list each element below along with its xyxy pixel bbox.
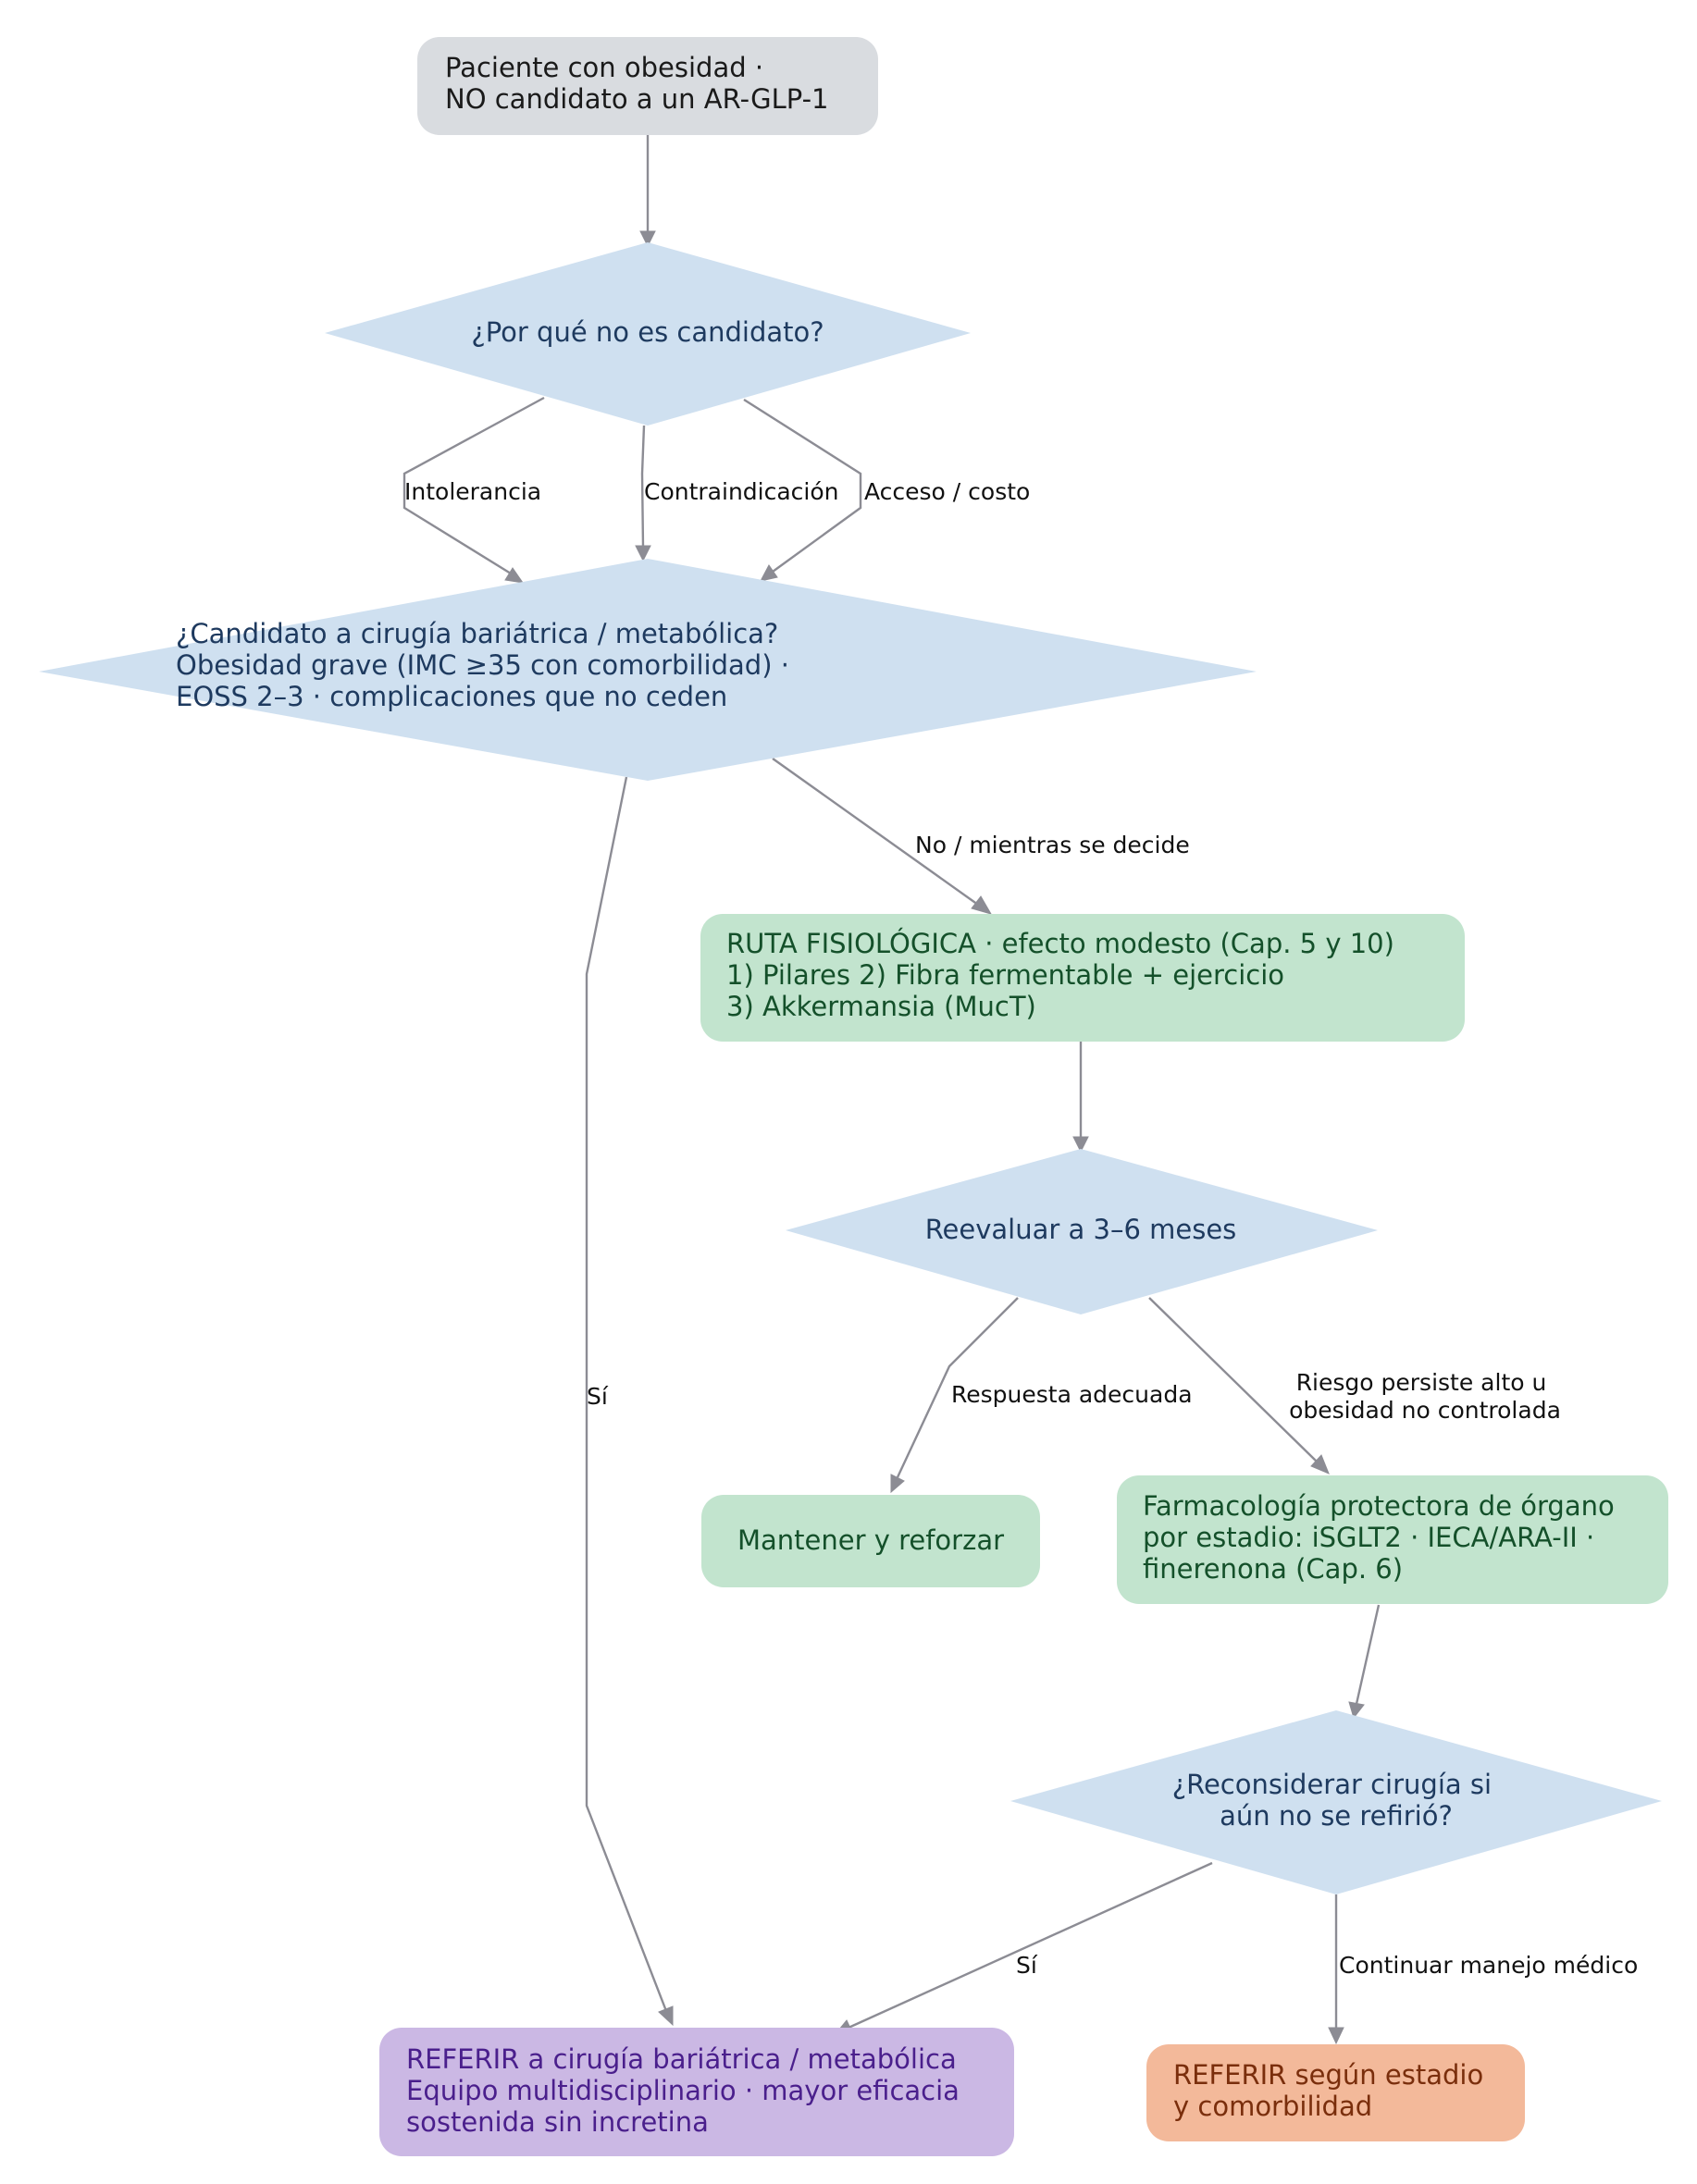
arrowhead-pharma-to-reconsider xyxy=(1348,1701,1365,1720)
pharma-node xyxy=(1117,1475,1668,1604)
maintain-label: Mantener y reforzar xyxy=(737,1524,1004,1556)
start-label: Paciente con obesidad · NO candidato a u… xyxy=(445,52,829,115)
why-decision-node xyxy=(325,242,971,426)
physio-label: RUTA FISIOLÓGICA · efecto modesto (Cap. … xyxy=(726,928,1403,1022)
reconsider-label-line: aún no se refirió? xyxy=(1220,1800,1453,1832)
edges xyxy=(403,135,1381,2045)
arrowhead-start-to-why xyxy=(639,230,656,248)
bariatric-decision-node xyxy=(39,559,1257,781)
edge-label-si-bottom: Sí xyxy=(1016,1952,1038,1979)
reeval-decision-node xyxy=(786,1149,1378,1314)
edge-label-si-left: Sí xyxy=(587,1383,609,1410)
maintain-node xyxy=(701,1495,1040,1587)
arrowhead-no-mientras xyxy=(971,895,993,915)
edge-label-riesgo-line: Riesgo persiste alto u xyxy=(1296,1369,1547,1396)
pharma-label-line: finerenona (Cap. 6) xyxy=(1143,1553,1403,1585)
edge-label-no-mientras: No / mientras se decide xyxy=(915,832,1190,858)
arrowhead-respuesta xyxy=(890,1474,905,1494)
edge-reeval-to-maintain xyxy=(896,1297,1019,1478)
refer-stage-node xyxy=(1146,2044,1525,2141)
physio-label-line: RUTA FISIOLÓGICA · efecto modesto (Cap. … xyxy=(726,928,1394,959)
edge-label-riesgo: Riesgo persiste alto u obesidad no contr… xyxy=(1289,1369,1561,1424)
refer-stage-label: REFERIR según estadio y comorbilidad xyxy=(1173,2059,1492,2122)
pharma-label: Farmacología protectora de órgano por es… xyxy=(1143,1490,1623,1585)
edge-reeval-to-pharma xyxy=(1148,1297,1318,1462)
edge-pharma-to-reconsider xyxy=(1355,1604,1381,1705)
pharma-label-line: Farmacología protectora de órgano xyxy=(1143,1490,1615,1522)
edge-why-to-bariatric-contraindicacion xyxy=(640,425,646,549)
edge-label-continuar: Continuar manejo médico xyxy=(1339,1952,1638,1979)
edge-labels: Intolerancia Contraindicación Acceso / c… xyxy=(404,478,1638,1979)
edge-label-riesgo-line: obesidad no controlada xyxy=(1289,1397,1561,1424)
bariatric-label-line: ¿Candidato a cirugía bariátrica / metabó… xyxy=(176,618,778,649)
physio-route-node xyxy=(700,914,1465,1042)
arrowhead-si-left xyxy=(658,2005,674,2027)
bariatric-label: ¿Candidato a cirugía bariátrica / metabó… xyxy=(176,618,798,712)
start-label-line: NO candidato a un AR-GLP-1 xyxy=(445,83,829,115)
refer-surgery-label: REFERIR a cirugía bariátrica / metabólic… xyxy=(406,2043,968,2138)
refer-surgery-node xyxy=(379,2028,1014,2156)
refer-surgery-label-line: Equipo multidisciplinario · mayor eficac… xyxy=(406,2075,960,2106)
arrowhead-riesgo xyxy=(1310,1454,1330,1475)
edge-why-to-bariatric-acceso xyxy=(743,398,862,573)
reconsider-decision-node xyxy=(1010,1710,1662,1894)
edge-label-respuesta: Respuesta adecuada xyxy=(951,1381,1193,1408)
arrowhead-intolerancia xyxy=(504,567,525,584)
reconsider-label-line: ¿Reconsiderar cirugía si xyxy=(1172,1769,1492,1800)
arrowhead-physio-to-reeval xyxy=(1072,1136,1089,1154)
nodes xyxy=(39,37,1668,2156)
edge-why-to-bariatric-intolerancia xyxy=(403,396,545,575)
reconsider-label: ¿Reconsiderar cirugía si aún no se refir… xyxy=(1172,1769,1501,1832)
why-label-line: ¿Por qué no es candidato? xyxy=(471,316,824,348)
pharma-label-line: por estadio: iSGLT2 · IECA/ARA-II · xyxy=(1143,1522,1594,1553)
edge-bariatric-to-physio xyxy=(772,758,979,906)
reeval-label-line: Reevaluar a 3–6 meses xyxy=(925,1214,1237,1245)
maintain-label-line: Mantener y reforzar xyxy=(737,1524,1004,1556)
start-node xyxy=(417,37,878,135)
refer-stage-label-line: REFERIR según estadio xyxy=(1173,2059,1483,2091)
physio-label-line: 3) Akkermansia (MucT) xyxy=(726,991,1036,1022)
arrowhead-acceso xyxy=(760,564,778,582)
edge-label-contraindicacion: Contraindicación xyxy=(644,478,839,505)
why-label: ¿Por qué no es candidato? xyxy=(471,316,824,348)
edge-label-acceso: Acceso / costo xyxy=(864,478,1030,505)
refer-surgery-label-line: REFERIR a cirugía bariátrica / metabólic… xyxy=(406,2043,957,2075)
arrowhead-contraindicacion xyxy=(635,545,651,562)
start-label-line: Paciente con obesidad · xyxy=(445,52,763,83)
edge-label-intolerancia: Intolerancia xyxy=(404,478,541,505)
bariatric-label-line: Obesidad grave (IMC ≥35 con comorbilidad… xyxy=(176,649,789,681)
refer-stage-label-line: y comorbilidad xyxy=(1173,2091,1372,2122)
arrowhead-continuar xyxy=(1328,2027,1344,2045)
edge-bariatric-to-refer-surgery-si xyxy=(585,776,668,2012)
edge-reconsider-to-refer-surgery-si xyxy=(848,1861,1213,2030)
physio-label-line: 1) Pilares 2) Fibra fermentable + ejerci… xyxy=(726,959,1284,991)
refer-surgery-label-line: sostenida sin incretina xyxy=(406,2106,709,2138)
bariatric-label-line: EOSS 2–3 · complicaciones que no ceden xyxy=(176,681,727,712)
node-labels: Paciente con obesidad · NO candidato a u… xyxy=(176,52,1623,2138)
reeval-label: Reevaluar a 3–6 meses xyxy=(925,1214,1237,1245)
